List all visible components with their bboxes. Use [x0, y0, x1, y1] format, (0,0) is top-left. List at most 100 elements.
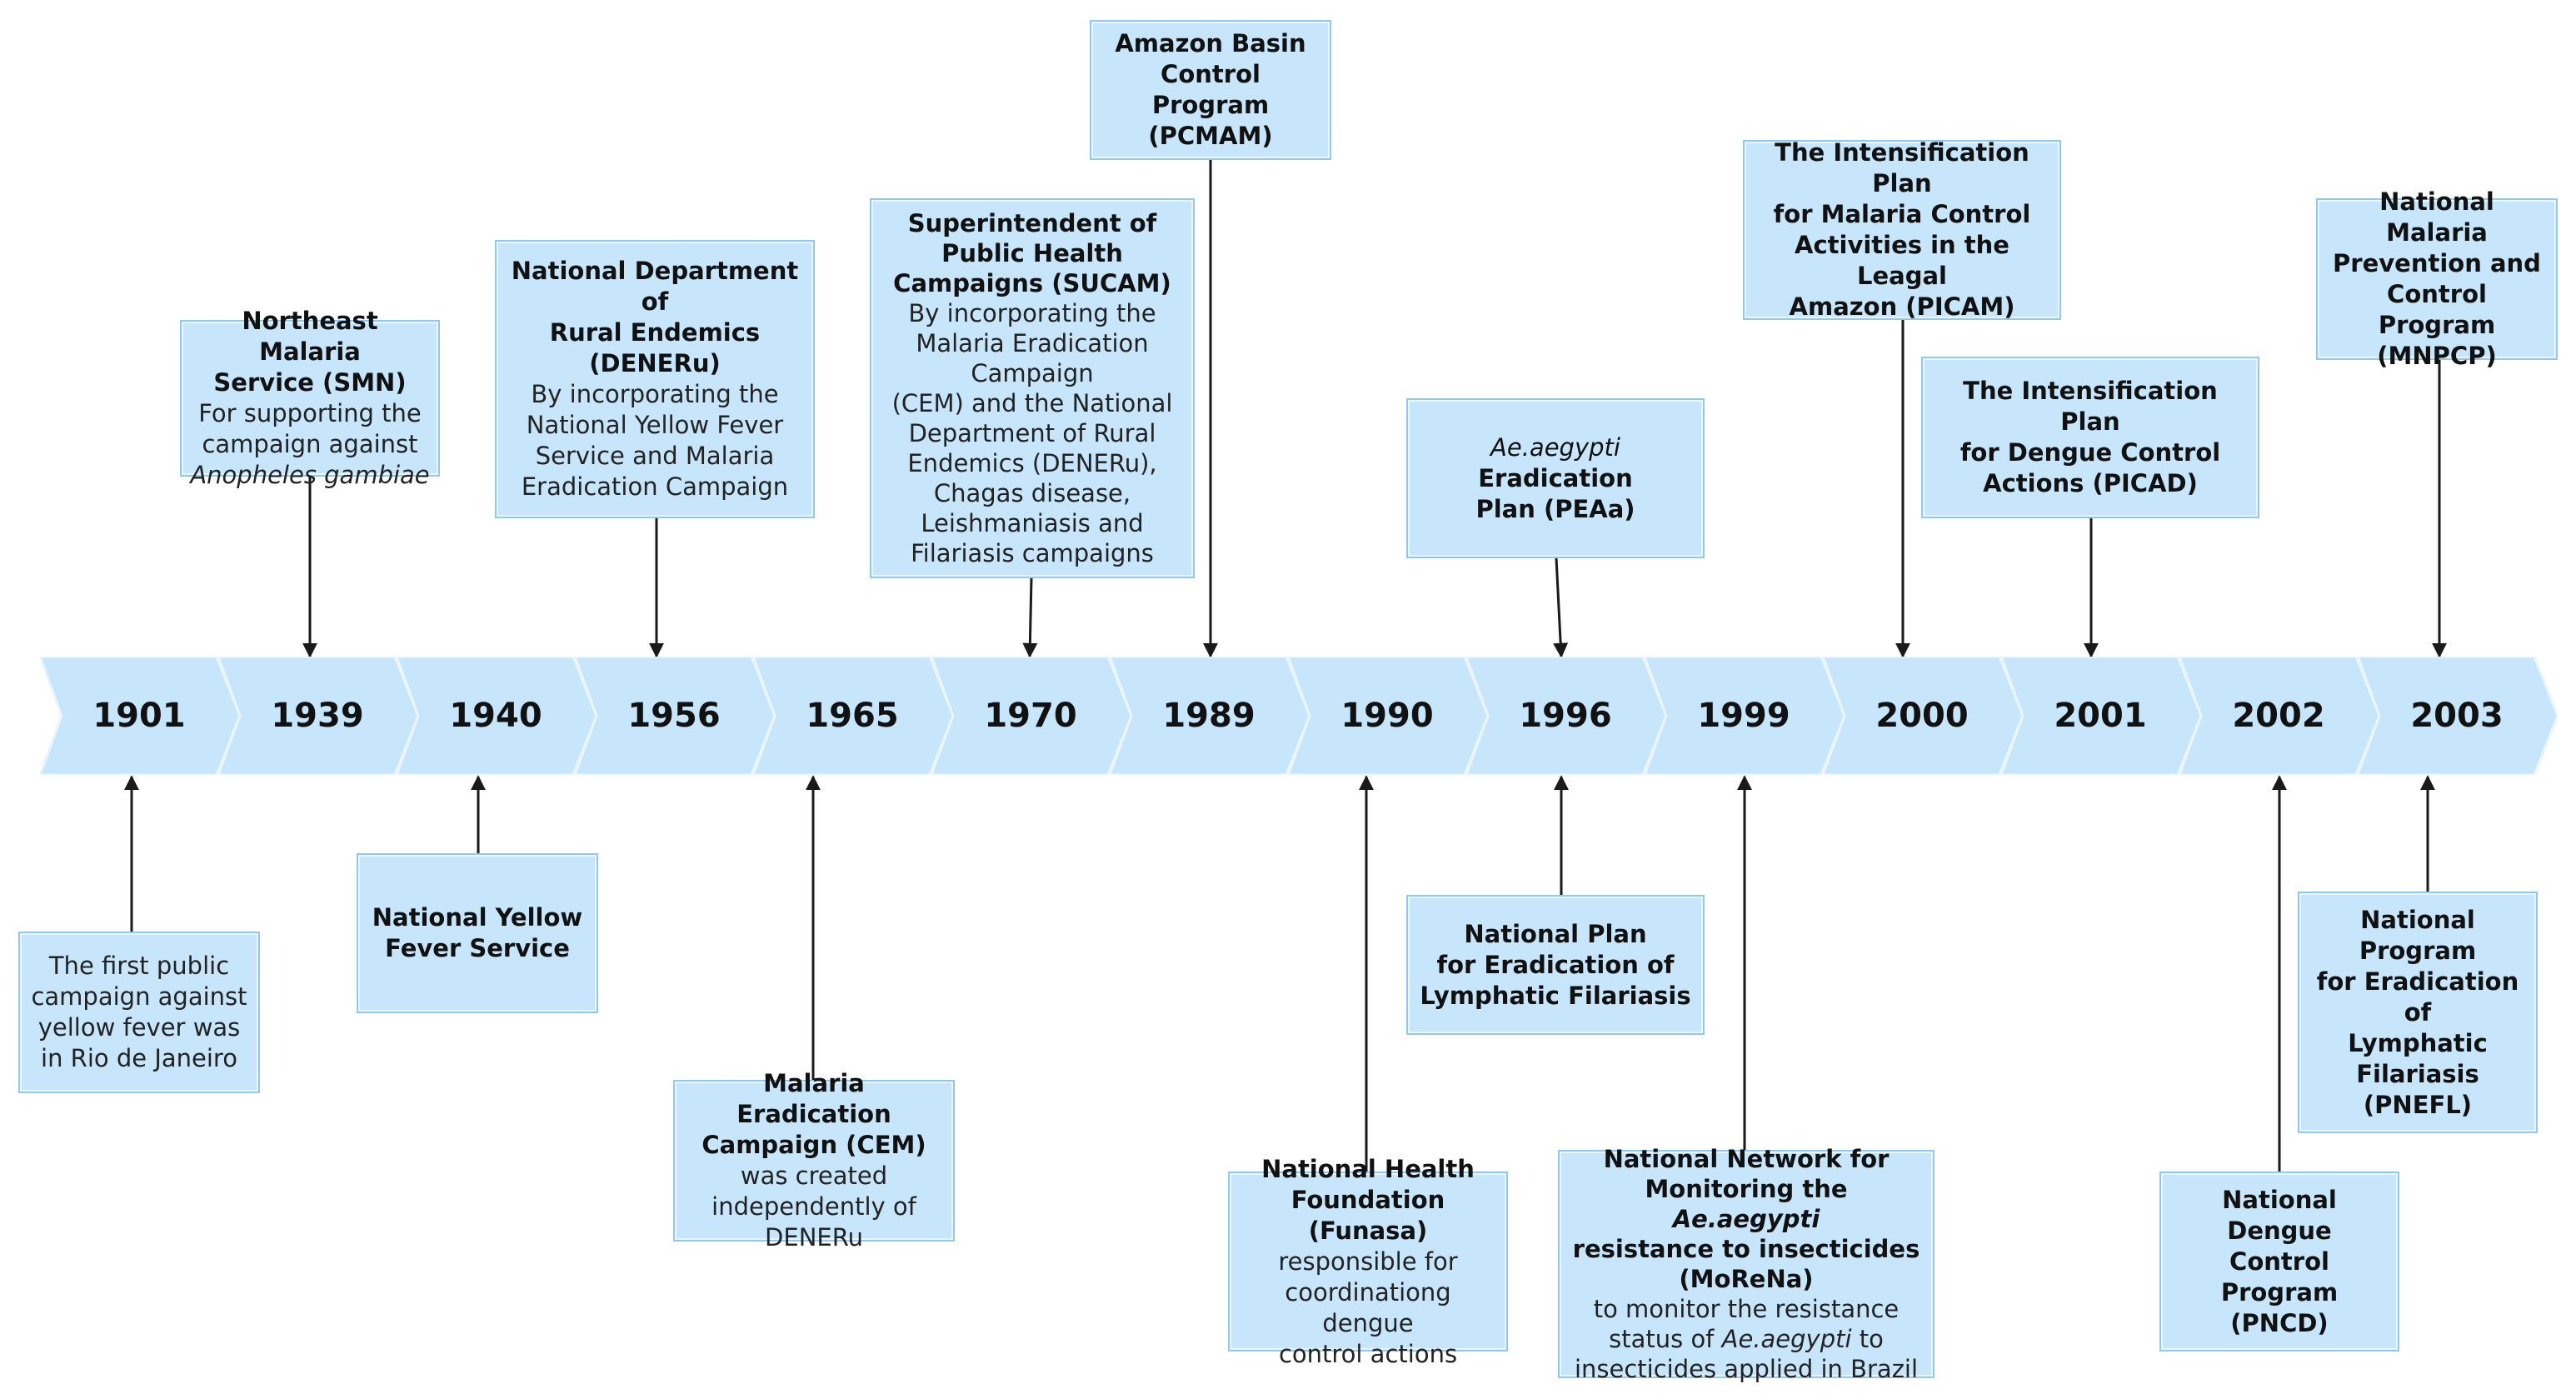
event-desc: DENERu — [765, 1223, 863, 1252]
event-title: (PNEFL) — [2363, 1090, 2473, 1119]
event-desc: control actions — [1278, 1339, 1458, 1368]
event-box-1996a: Ae.aegypti Eradication Plan (PEAa) — [1406, 398, 1705, 558]
event-title: (DENERu) — [589, 349, 721, 377]
event-desc: campaign against — [31, 982, 247, 1011]
event-title: (MNPCP) — [2377, 342, 2497, 370]
event-desc-pre: status of — [1609, 1325, 1722, 1353]
event-box-2003a: National Malaria Prevention and Control … — [2316, 187, 2558, 370]
event-desc: Filariasis campaigns — [911, 539, 1154, 567]
event-title: Campaign (CEM) — [701, 1131, 926, 1159]
event-title: (PNCD) — [2230, 1308, 2329, 1337]
event-box-1965: Malaria Eradication Campaign (CEM) was c… — [673, 1069, 955, 1252]
event-box-2003b: National Program for Eradication of Lymp… — [2298, 892, 2538, 1133]
year-chevron-1965: 1965 — [753, 657, 953, 775]
arrow-1996a — [1553, 557, 1569, 658]
event-title: Superintendent of — [907, 209, 1157, 237]
year-label: 1989 — [1162, 697, 1256, 735]
event-title: Rural Endemics — [549, 318, 761, 347]
event-title: Ae.aegypti Eradication — [1416, 432, 1695, 494]
species-name: Ae.aegypti — [1672, 1205, 1820, 1233]
event-title: National Health — [1261, 1154, 1475, 1183]
event-desc: By incorporating the — [908, 299, 1156, 327]
event-title: for Eradication of — [2316, 967, 2519, 1027]
event-desc-italic: Anopheles gambiae — [190, 461, 430, 489]
year-label: 1901 — [92, 697, 186, 735]
year-label: 2001 — [2054, 697, 2147, 735]
year-label: 1956 — [627, 697, 721, 735]
event-title: for Malaria Control — [1773, 200, 2031, 228]
event-desc: Malaria Eradication — [916, 329, 1149, 357]
event-desc: yellow fever was — [37, 1013, 241, 1042]
event-title: Fever Service — [385, 934, 570, 962]
event-title: (MoReNa) — [1679, 1265, 1814, 1293]
event-box-1970: Superintendent of Public Health Campaign… — [870, 198, 1195, 578]
event-title: The Intensification Plan — [1775, 138, 2029, 197]
year-label: 1990 — [1340, 697, 1434, 735]
event-title: Activities in the Leagal — [1795, 231, 2009, 290]
event-desc: Service and Malaria — [535, 442, 775, 470]
event-title: Control Program — [2220, 1247, 2339, 1307]
event-desc: National Yellow Fever — [526, 411, 784, 439]
event-title: Foundation (Funasa) — [1290, 1185, 1445, 1245]
event-box-2000: The Intensification Plan for Malaria Con… — [1743, 138, 2061, 321]
event-title: Campaigns (SUCAM) — [893, 269, 1171, 297]
event-desc: Chagas disease, — [933, 479, 1131, 507]
year-label: 2000 — [1875, 697, 1969, 735]
event-box-1956: National Department of Rural Endemics (D… — [495, 240, 815, 518]
year-chevron-2002: 2002 — [2179, 657, 2379, 775]
species-name: Ae.aegypti — [1490, 432, 1620, 462]
event-title: National Program — [2359, 905, 2477, 965]
event-title: Filariasis — [2356, 1059, 2479, 1088]
event-title: National Yellow — [372, 903, 583, 932]
year-chevron-1990: 1990 — [1288, 657, 1488, 775]
event-desc: By incorporating the — [531, 380, 779, 408]
event-desc: campaign against — [202, 430, 418, 458]
event-title: Lymphatic — [2348, 1028, 2488, 1057]
event-box-1989: Amazon Basin Control Program (PCMAM) — [1090, 20, 1331, 160]
event-title: Prevention and — [2333, 249, 2541, 277]
year-label: 1999 — [1697, 697, 1790, 735]
event-desc: The first public — [48, 952, 230, 980]
event-desc: Endemics (DENERu), — [907, 449, 1157, 477]
year-label: 2003 — [2410, 697, 2504, 735]
year-label: 1940 — [449, 697, 542, 735]
event-desc: Campaign — [971, 359, 1094, 387]
event-title: Monitoring the Ae.aegypti — [1568, 1174, 1925, 1234]
event-title: National Malaria — [2379, 187, 2494, 247]
event-title: National Plan — [1464, 919, 1647, 948]
year-label: 1996 — [1519, 697, 1612, 735]
event-title: Amazon Basin — [1115, 29, 1306, 57]
event-desc: in Rio de Janeiro — [41, 1044, 237, 1072]
event-desc: status of Ae.aegypti to — [1609, 1324, 1884, 1354]
event-title-rest: Eradication — [1478, 463, 1633, 492]
event-desc: independently of — [711, 1192, 916, 1221]
event-title: Northeast Malaria — [242, 307, 378, 366]
year-chevron-1939: 1939 — [218, 657, 418, 775]
event-title: Lymphatic Filariasis — [1420, 981, 1691, 1010]
event-title: The Intensification Plan — [1963, 377, 2218, 436]
event-desc: responsible for — [1278, 1247, 1458, 1276]
event-title: (PCMAM) — [1148, 122, 1273, 150]
species-name: Ae.aegypti — [1721, 1325, 1852, 1353]
year-chevron-2000: 2000 — [1823, 657, 2023, 775]
year-label: 1965 — [806, 697, 899, 735]
year-chevron-2001: 2001 — [2001, 657, 2201, 775]
event-title: Malaria Eradication — [736, 1069, 891, 1128]
year-chevron-1970: 1970 — [931, 657, 1131, 775]
event-title: for Dengue Control — [1959, 438, 2221, 467]
arrow-1970 — [1022, 577, 1038, 658]
event-title: Public Health — [941, 239, 1123, 267]
event-box-1901: The first public campaign against yellow… — [18, 932, 260, 1093]
year-chevron-1996: 1996 — [1466, 657, 1666, 775]
year-chevron-1901: 1901 — [40, 657, 240, 775]
event-desc: Eradication Campaign — [521, 472, 789, 501]
year-label: 1939 — [271, 697, 364, 735]
year-chevron-1989: 1989 — [1110, 657, 1310, 775]
event-box-1996b: National Plan for Eradication of Lymphat… — [1406, 895, 1705, 1035]
event-title: Plan (PEAa) — [1475, 494, 1635, 523]
year-chevron-1999: 1999 — [1645, 657, 1845, 775]
event-title: National Department of — [511, 257, 799, 316]
event-desc: was created — [740, 1162, 888, 1190]
event-desc: For supporting the — [198, 399, 422, 427]
